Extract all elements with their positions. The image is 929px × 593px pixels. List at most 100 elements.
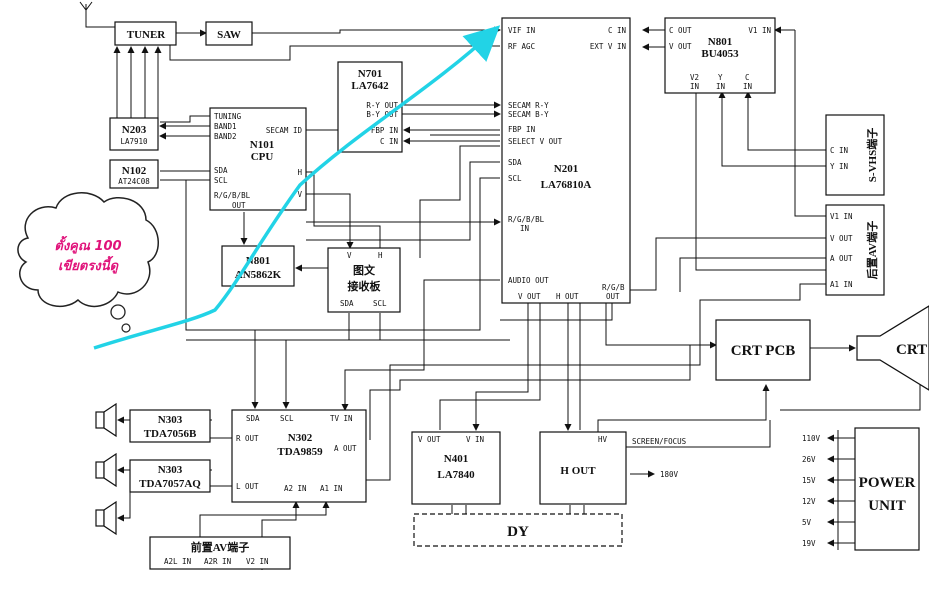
svg-text:C IN: C IN <box>830 146 848 155</box>
svg-text:N302: N302 <box>288 432 313 444</box>
svg-text:SDA: SDA <box>508 158 522 167</box>
n401-vertical-output: V OUT V IN N401 LA7840 <box>411 431 501 505</box>
svg-text:N303: N303 <box>158 464 183 476</box>
svg-text:SCL: SCL <box>280 414 294 423</box>
svg-text:LA7840: LA7840 <box>437 469 475 481</box>
svg-text:前置AV端子: 前置AV端子 <box>191 540 249 554</box>
svg-text:R/G/B/BL: R/G/B/BL <box>214 191 251 200</box>
front-av-connector: 前置AV端子 A2L IN A2R IN V2 IN <box>149 536 291 570</box>
svg-text:TDA7056B: TDA7056B <box>144 428 197 440</box>
svg-text:B-Y OUT: B-Y OUT <box>366 110 398 119</box>
svg-text:SCL: SCL <box>508 174 522 183</box>
svg-text:R/G/B: R/G/B <box>602 283 625 292</box>
svg-text:N203: N203 <box>122 124 147 136</box>
n302-audio-processor: N302 TDA9859 SDA SCL TV IN R OUT A OUT L… <box>231 409 367 503</box>
n101-cpu: N101 CPU TUNING BAND1 BAND2 SECAM ID SDA… <box>209 107 307 211</box>
svg-text:EXT V IN: EXT V IN <box>590 42 626 51</box>
svg-text:V2: V2 <box>690 73 699 82</box>
svg-text:CPU: CPU <box>251 151 274 163</box>
svg-text:N303: N303 <box>158 414 183 426</box>
svg-text:DY: DY <box>507 524 529 540</box>
svg-text:V OUT: V OUT <box>518 292 541 301</box>
svg-text:12V: 12V <box>802 497 816 506</box>
svg-text:图文: 图文 <box>353 263 376 277</box>
svg-text:BAND2: BAND2 <box>214 132 237 141</box>
svg-text:A OUT: A OUT <box>334 444 357 453</box>
svg-text:SCREEN/FOCUS: SCREEN/FOCUS <box>632 437 687 446</box>
svg-text:FBP IN: FBP IN <box>508 125 535 134</box>
power-rail-labels: 110V 26V 15V 12V 5V 19V <box>802 434 821 548</box>
svg-text:VIF IN: VIF IN <box>508 26 535 35</box>
svg-text:SECAM B-Y: SECAM B-Y <box>508 110 549 119</box>
svg-text:A2 IN: A2 IN <box>284 484 307 493</box>
svg-text:IN: IN <box>690 82 699 91</box>
svg-text:SAW: SAW <box>217 29 241 41</box>
svg-text:SECAM ID: SECAM ID <box>266 126 303 135</box>
svg-text:C IN: C IN <box>380 137 398 146</box>
svg-text:UNIT: UNIT <box>868 498 906 514</box>
svg-text:N101: N101 <box>250 139 274 151</box>
svg-text:A OUT: A OUT <box>830 254 853 263</box>
annotation-cloud: ตั้งคูณ 100 เขียตรงนี้ดู <box>17 192 159 333</box>
speaker-3 <box>95 500 117 536</box>
svg-text:HV: HV <box>598 435 608 444</box>
annotation-arrow <box>93 25 501 350</box>
svg-text:RF AGC: RF AGC <box>508 42 535 51</box>
n102-eeprom: N102 AT24C08 <box>109 159 159 189</box>
svg-text:FBP IN: FBP IN <box>371 126 398 135</box>
svg-text:SDA: SDA <box>340 299 354 308</box>
saw-filter-block: SAW <box>205 21 253 46</box>
svg-text:N801: N801 <box>708 36 732 48</box>
speaker-1 <box>95 402 117 438</box>
svg-text:后置AV端子: 后置AV端子 <box>865 221 879 279</box>
svg-text:V: V <box>297 190 302 199</box>
svhs-connector: C IN Y IN S-VHS端子 <box>825 114 885 196</box>
svg-text:5V: 5V <box>802 518 812 527</box>
svg-text:C: C <box>745 73 750 82</box>
svg-text:H: H <box>378 251 383 260</box>
svg-text:A1 IN: A1 IN <box>830 280 853 289</box>
svg-text:OUT: OUT <box>232 201 246 210</box>
teletext-board: V H 图文 接收板 SDA SCL <box>327 247 401 313</box>
svg-text:L OUT: L OUT <box>236 482 259 491</box>
wires <box>79 1 921 570</box>
svg-text:LA76810A: LA76810A <box>541 179 592 191</box>
svg-text:AT24C08: AT24C08 <box>118 177 150 186</box>
svg-text:TV IN: TV IN <box>330 414 353 423</box>
svg-text:R-Y OUT: R-Y OUT <box>366 101 398 110</box>
svg-text:N201: N201 <box>554 163 578 175</box>
svg-text:接收板: 接收板 <box>348 279 382 293</box>
svg-text:V IN: V IN <box>466 435 484 444</box>
svg-text:TUNER: TUNER <box>127 29 167 41</box>
svg-text:A2R IN: A2R IN <box>204 557 231 566</box>
svg-text:V OUT: V OUT <box>418 435 441 444</box>
svg-text:H: H <box>297 168 302 177</box>
deflection-yoke: DY <box>413 513 623 547</box>
n701-secam-decoder: N701 LA7642 R-Y OUT B-Y OUT FBP IN C IN <box>337 61 403 153</box>
svg-text:CRT: CRT <box>896 342 927 358</box>
svg-text:TDA7057AQ: TDA7057AQ <box>139 478 201 490</box>
svg-text:N401: N401 <box>444 453 468 465</box>
svg-text:C IN: C IN <box>608 26 626 35</box>
svg-text:OUT: OUT <box>606 292 620 301</box>
svg-text:H OUT: H OUT <box>560 465 596 477</box>
rear-av-connector: V1 IN V OUT A OUT A1 IN 后置AV端子 <box>825 204 885 296</box>
svg-text:Y: Y <box>718 73 723 82</box>
svg-text:POWER: POWER <box>859 475 916 491</box>
svg-text:N701: N701 <box>358 68 382 80</box>
svg-text:SDA: SDA <box>246 414 260 423</box>
tuner-block: TUNER <box>114 21 177 46</box>
svg-text:V2 IN: V2 IN <box>246 557 269 566</box>
svg-text:SCL: SCL <box>214 176 228 185</box>
svg-text:A1 IN: A1 IN <box>320 484 343 493</box>
n303-tda7056b: N303 TDA7056B <box>129 409 211 443</box>
svg-text:BU4053: BU4053 <box>701 48 739 60</box>
n303-tda7057aq: N303 TDA7057AQ <box>129 459 211 493</box>
svg-text:V: V <box>347 251 352 260</box>
svg-text:TDA9859: TDA9859 <box>277 446 323 458</box>
svg-text:H OUT: H OUT <box>556 292 579 301</box>
svg-text:19V: 19V <box>802 539 816 548</box>
crt-pcb-block: CRT PCB <box>715 319 811 381</box>
svg-text:AN5862K: AN5862K <box>235 269 282 281</box>
